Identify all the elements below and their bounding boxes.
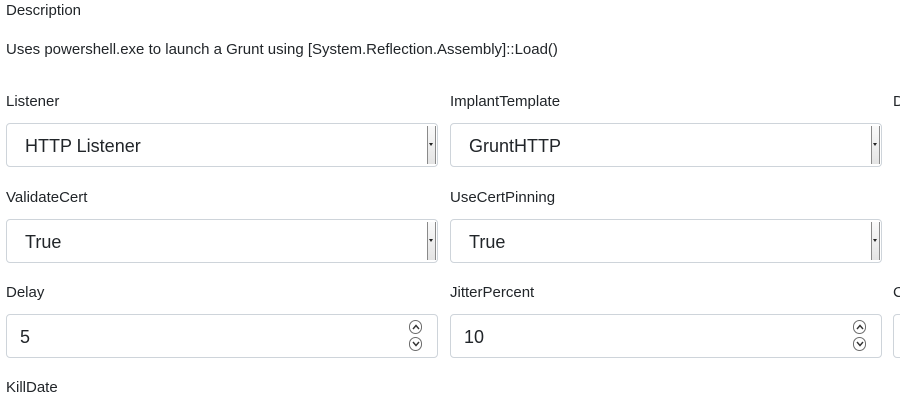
cutoff-label-row1: D bbox=[893, 93, 900, 110]
kill-date-label: KillDate bbox=[6, 379, 58, 396]
chevron-up-icon[interactable] bbox=[409, 320, 422, 334]
chevron-down-icon[interactable] bbox=[871, 126, 880, 164]
implant-template-select-value: GruntHTTP bbox=[469, 136, 562, 156]
chevron-down-icon[interactable] bbox=[427, 126, 436, 164]
implant-template-select[interactable]: GruntHTTP bbox=[450, 123, 882, 167]
use-cert-pinning-select[interactable]: True bbox=[450, 219, 882, 263]
description-heading: Description bbox=[6, 2, 82, 19]
validate-cert-label: ValidateCert bbox=[6, 189, 88, 206]
jitter-percent-input[interactable]: 10 bbox=[450, 314, 882, 358]
delay-label: Delay bbox=[6, 284, 45, 301]
listener-label: Listener bbox=[6, 93, 60, 110]
delay-input-value: 5 bbox=[20, 327, 31, 347]
description-text: Uses powershell.exe to launch a Grunt us… bbox=[6, 41, 558, 58]
jitter-percent-input-value: 10 bbox=[464, 327, 485, 347]
implant-template-label: ImplantTemplate bbox=[450, 93, 561, 110]
jitter-spinner[interactable] bbox=[853, 320, 867, 352]
use-cert-pinning-label: UseCertPinning bbox=[450, 189, 556, 206]
validate-cert-select[interactable]: True bbox=[6, 219, 438, 263]
delay-spinner[interactable] bbox=[409, 320, 423, 352]
validate-cert-select-value: True bbox=[25, 232, 62, 252]
cutoff-input-row3[interactable] bbox=[893, 314, 900, 358]
use-cert-pinning-select-value: True bbox=[469, 232, 506, 252]
chevron-up-icon[interactable] bbox=[853, 320, 866, 334]
delay-input[interactable]: 5 bbox=[6, 314, 438, 358]
chevron-down-icon[interactable] bbox=[409, 337, 422, 351]
cutoff-label-row3: C bbox=[893, 284, 900, 301]
jitter-percent-label: JitterPercent bbox=[450, 284, 535, 301]
chevron-down-icon[interactable] bbox=[871, 222, 880, 260]
listener-select-value: HTTP Listener bbox=[25, 136, 141, 156]
chevron-down-icon[interactable] bbox=[853, 337, 866, 351]
chevron-down-icon[interactable] bbox=[427, 222, 436, 260]
listener-select[interactable]: HTTP Listener bbox=[6, 123, 438, 167]
